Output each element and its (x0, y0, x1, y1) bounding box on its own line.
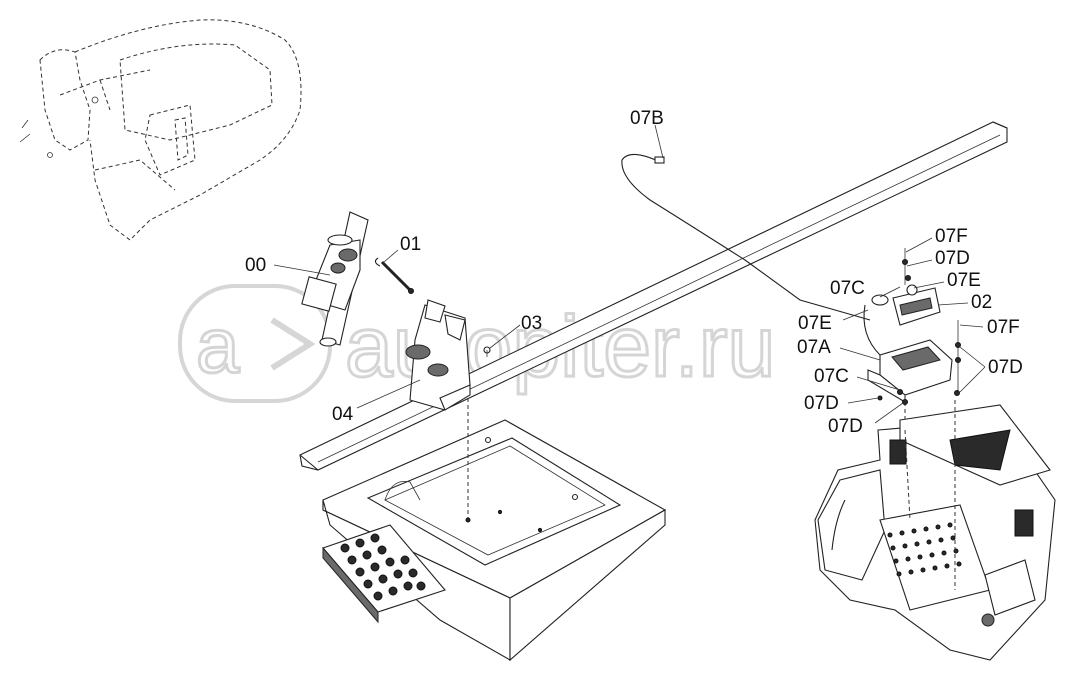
step-plate (322, 524, 446, 624)
label-07A: 07A (797, 337, 831, 358)
label-07D-top: 07D (935, 248, 970, 269)
label-07D-low: 07D (804, 393, 839, 414)
label-07D-right: 07D (988, 357, 1023, 378)
main-beam (299, 121, 1008, 471)
part-07A-bracket (863, 304, 953, 403)
label-02: 02 (971, 292, 992, 313)
label-07D-bottom: 07D (828, 416, 863, 437)
label-00: 00 (245, 255, 266, 276)
part-02-monitor (871, 284, 941, 326)
label-07F-mid: 07F (987, 317, 1020, 338)
console-housing (814, 400, 1056, 661)
label-07E-top: 07E (947, 270, 981, 291)
cable-07B (621, 153, 871, 321)
label-01: 01 (400, 234, 421, 255)
label-07C-top: 07C (830, 278, 865, 299)
part-03-screw (483, 346, 491, 357)
label-07C-low: 07C (814, 366, 849, 387)
part-01-strap (374, 257, 414, 294)
label-07B: 07B (630, 108, 664, 129)
label-04: 04 (332, 404, 354, 425)
label-07F-top: 07F (935, 226, 968, 247)
label-07E-mid: 07E (798, 313, 832, 334)
part-04-bracket (405, 299, 471, 411)
leader-lines (273, 124, 986, 424)
part-00-lever (301, 211, 369, 347)
cab-outline (19, 19, 302, 241)
svg-text:a: a (196, 301, 240, 389)
label-03: 03 (521, 313, 542, 334)
callout-labels: 07B 01 00 03 04 07F 07D 07E 07C 02 07E 0… (245, 108, 1023, 437)
